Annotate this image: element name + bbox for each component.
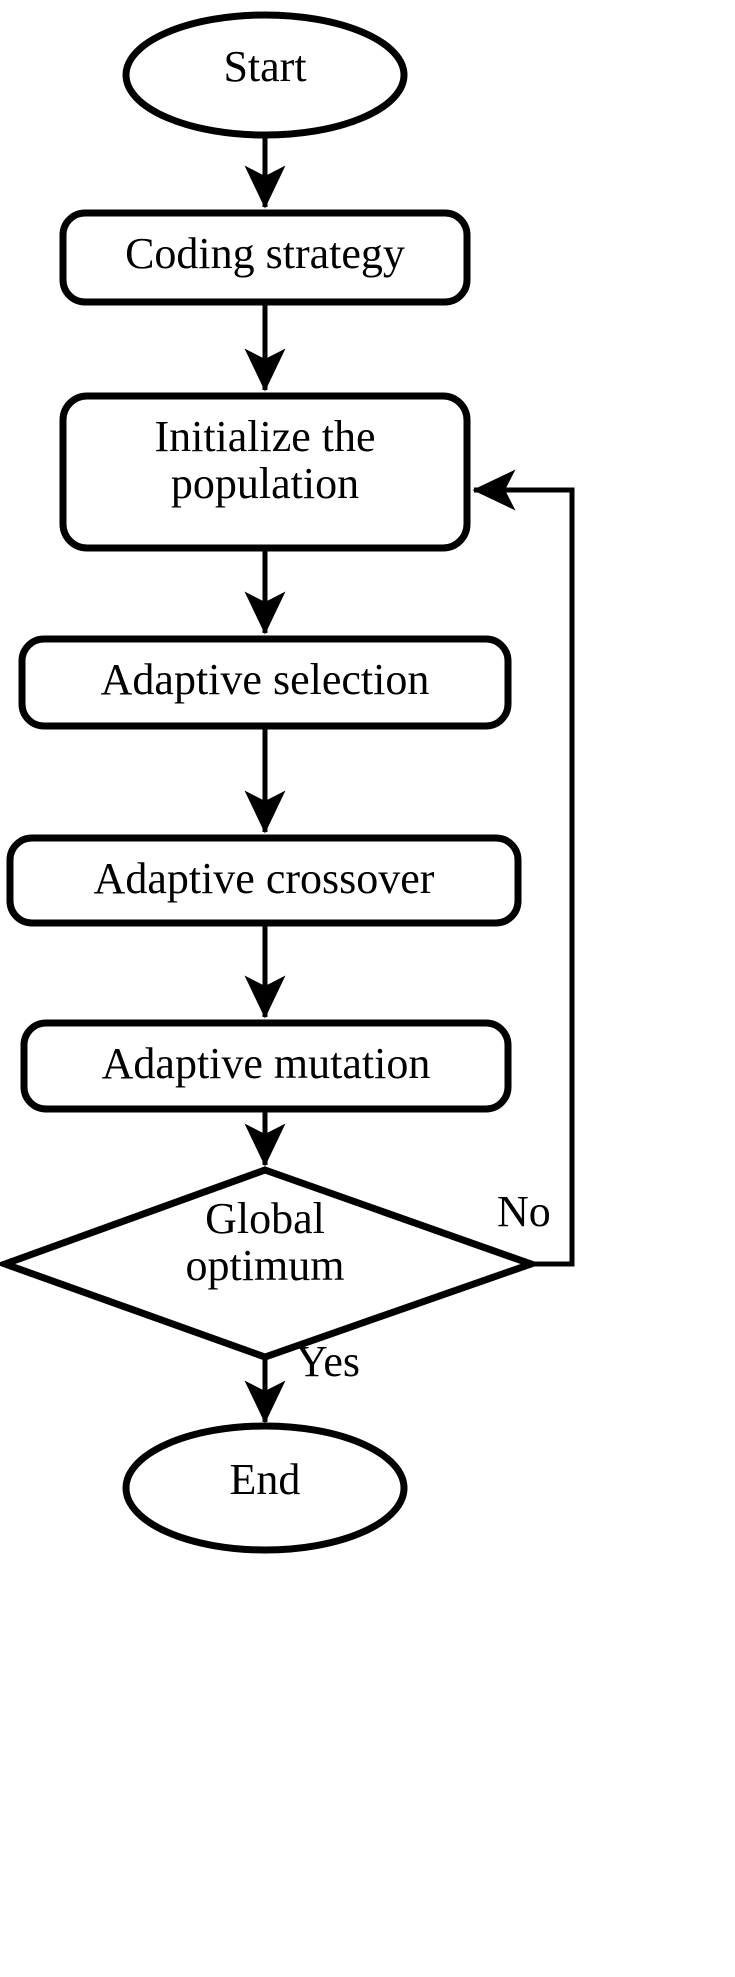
node-initialize-shape[interactable] <box>59 392 471 552</box>
node-coding-shape[interactable] <box>59 209 471 306</box>
node-mutation-shape[interactable] <box>20 1019 512 1113</box>
node-selection-shape[interactable] <box>18 635 512 730</box>
edge-decision-no-feedback <box>472 469 575 1267</box>
node-start-shape[interactable] <box>122 11 408 139</box>
node-crossover-shape[interactable] <box>6 834 522 927</box>
node-decision-shape[interactable] <box>0 1166 542 1361</box>
node-end-shape[interactable] <box>122 1422 408 1554</box>
